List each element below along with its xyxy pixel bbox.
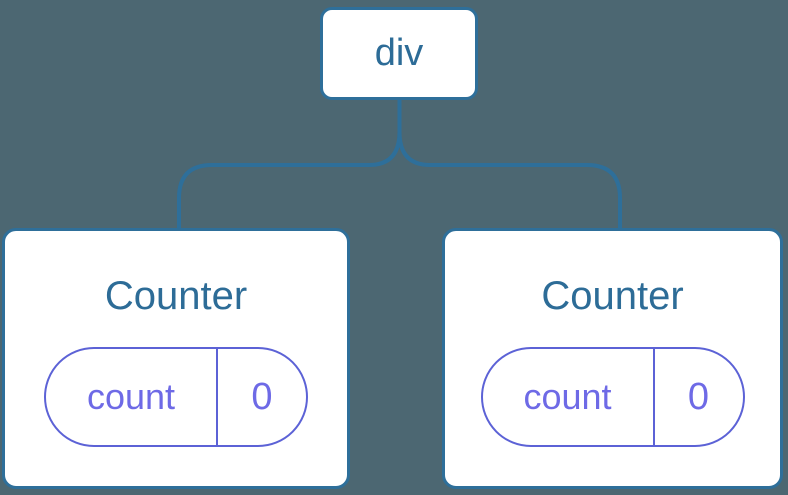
root-node-label: div (374, 32, 424, 74)
state-value: 0 (251, 375, 273, 418)
component-title: Counter (104, 274, 248, 318)
state-pill: count 0 (480, 347, 745, 447)
state-value: 0 (687, 375, 710, 418)
connector-left-branch (177, 100, 402, 228)
state-key: count (483, 349, 655, 445)
connector-right-branch (397, 100, 622, 228)
state-pill: count 0 (44, 347, 308, 447)
counter-card-left: Counter count 0 (2, 228, 350, 489)
state-key: count (46, 349, 218, 445)
root-div-node: div (320, 7, 478, 100)
counter-card-right: Counter count 0 (442, 228, 783, 489)
component-title: Counter (541, 274, 684, 318)
